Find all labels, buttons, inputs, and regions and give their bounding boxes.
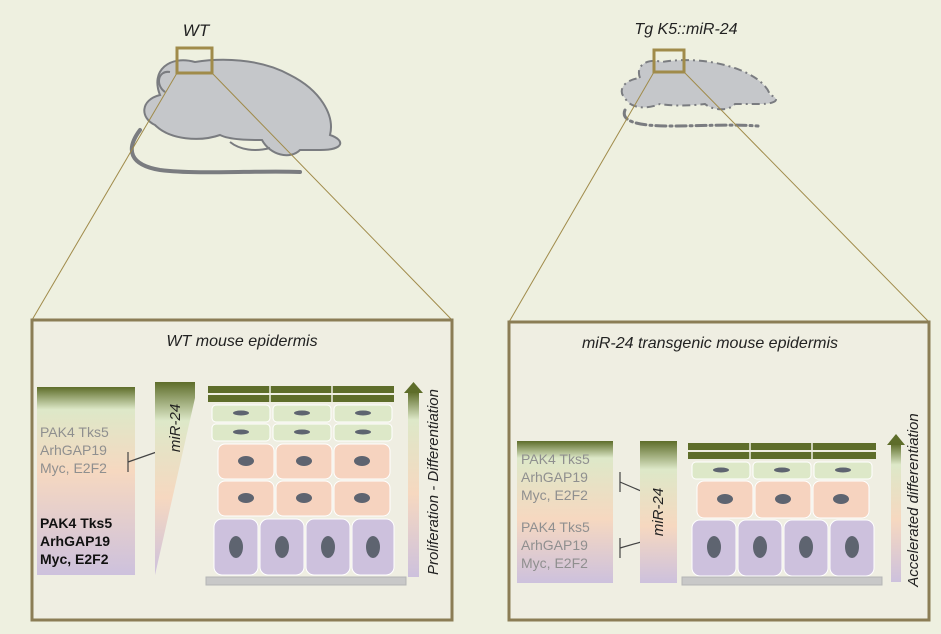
nucleus — [321, 536, 335, 558]
wt-stratum-corneum — [208, 386, 394, 393]
nucleus — [753, 536, 767, 558]
nucleus — [713, 467, 729, 473]
transgenic-arrowhead-icon — [887, 434, 905, 445]
nucleus — [845, 536, 859, 558]
transgenic-mirna-label: miR-24 — [650, 488, 667, 536]
transgenic-zoom-box — [652, 48, 686, 74]
wt-genes-top-line-2: ArhGAP19 — [40, 442, 107, 458]
wt-differentiation-arrow — [408, 392, 419, 577]
transgenic-genes-bottom-line-1: PAK4 Tks5 — [521, 519, 590, 535]
nucleus — [355, 410, 371, 416]
nucleus — [238, 456, 254, 466]
wt-zoom-box — [175, 46, 214, 75]
transgenic-panel-title: miR-24 transgenic mouse epidermis — [582, 335, 838, 352]
wt-gene-gradient-bar — [37, 387, 135, 575]
nucleus — [233, 429, 249, 435]
nucleus — [833, 494, 849, 504]
nucleus — [774, 467, 790, 473]
transgenic-epidermis-tissue — [681, 443, 883, 586]
wt-zoom-line-left — [31, 72, 178, 321]
wt-genes-bottom-line-2: ArhGAP19 — [40, 533, 110, 549]
wt-stratum-corneum — [208, 395, 394, 402]
wt-arrowhead-icon — [404, 382, 423, 393]
wt-zoom-line-right — [211, 72, 453, 321]
nucleus — [835, 467, 851, 473]
transgenic-stratum-corneum — [688, 452, 876, 459]
wt-genes-bottom-line-1: PAK4 Tks5 — [40, 515, 112, 531]
transgenic-mouse-illustration — [620, 59, 777, 128]
wt-mirna-wedge — [155, 382, 195, 575]
wt-genes-bottom-line-3: Myc, E2F2 — [40, 551, 109, 567]
transgenic-axis-label: Accelerated differentiation — [905, 413, 922, 587]
nucleus — [229, 536, 243, 558]
transgenic-genes-top-line-1: PAK4 Tks5 — [521, 451, 590, 467]
nucleus — [354, 493, 370, 503]
nucleus — [238, 493, 254, 503]
nucleus — [355, 429, 371, 435]
wt-panel-title: WT mouse epidermis — [166, 333, 317, 350]
wt-epidermis-panel: WT mouse epidermis PAK4 Tks5 ArhGAP19 My… — [30, 318, 454, 622]
transgenic-genes-bottom-line-3: Myc, E2F2 — [521, 555, 588, 571]
nucleus — [294, 429, 310, 435]
transgenic-epidermis-panel: miR-24 transgenic mouse epidermis PAK4 T… — [507, 320, 931, 622]
nucleus — [799, 536, 813, 558]
nucleus — [296, 493, 312, 503]
nucleus — [366, 536, 380, 558]
nucleus — [275, 536, 289, 558]
wt-genes-top-line-3: Myc, E2F2 — [40, 460, 107, 476]
nucleus — [707, 536, 721, 558]
wt-axis-label: Proliferation - Differentiation — [425, 389, 442, 575]
transgenic-genes-top-line-3: Myc, E2F2 — [521, 487, 588, 503]
nucleus — [775, 494, 791, 504]
transgenic-mouse-label: Tg K5::miR-24 — [634, 21, 737, 38]
nucleus — [717, 494, 733, 504]
transgenic-mirna-bar — [640, 441, 677, 583]
wt-genes-top-line-1: PAK4 Tks5 — [40, 424, 109, 440]
transgenic-genes-top-line-2: ArhGAP19 — [521, 469, 588, 485]
nucleus — [233, 410, 249, 416]
nucleus — [296, 456, 312, 466]
transgenic-stratum-corneum — [688, 443, 876, 450]
wt-basement-membrane — [205, 576, 407, 586]
wt-mouse-illustration — [129, 58, 342, 175]
transgenic-differentiation-arrow — [891, 444, 901, 582]
transgenic-genes-bottom-line-2: ArhGAP19 — [521, 537, 588, 553]
transgenic-zoom-line-right — [683, 71, 930, 323]
transgenic-gene-gradient-bar — [517, 441, 613, 583]
nucleus — [294, 410, 310, 416]
nucleus — [354, 456, 370, 466]
transgenic-basement-membrane — [681, 576, 883, 586]
wt-mouse-label: WT — [183, 21, 211, 40]
transgenic-zoom-line-left — [508, 71, 655, 323]
wt-mirna-label: miR-24 — [167, 404, 184, 452]
wt-epidermis-tissue — [205, 386, 407, 586]
